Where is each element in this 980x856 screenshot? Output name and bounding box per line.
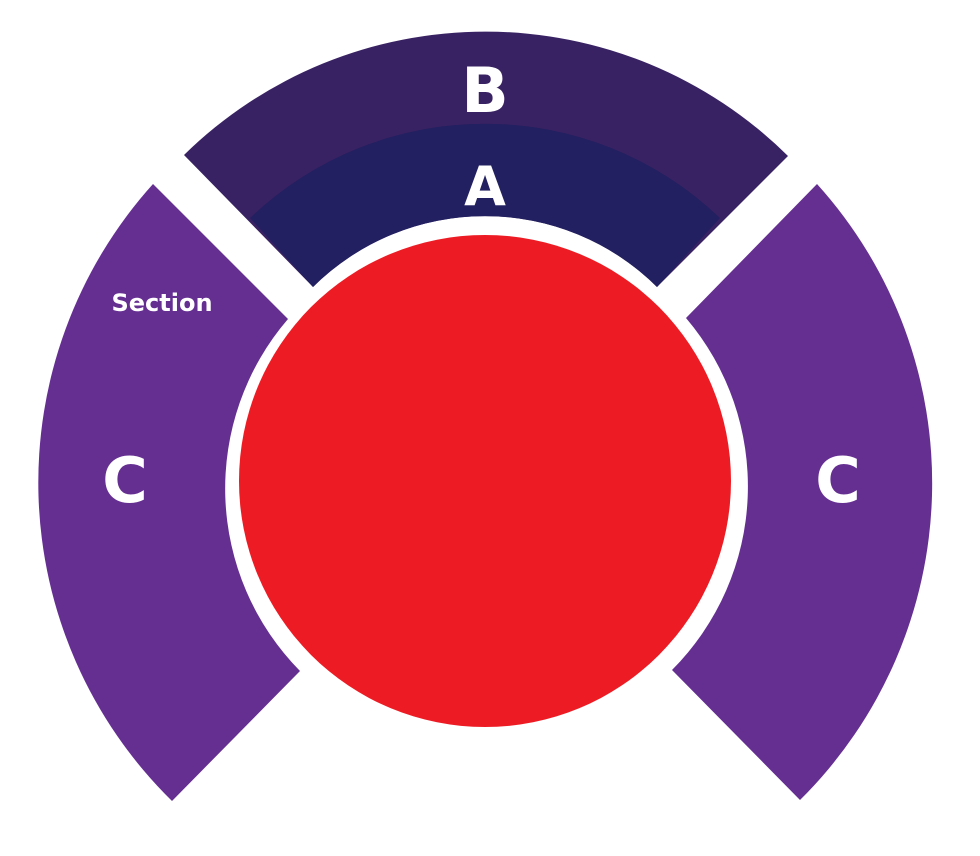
section-c-left-label: C [102,444,148,517]
section-a-band[interactable] [250,123,720,287]
section-c-left-band[interactable] [38,184,301,801]
section-a-label: A [464,155,506,218]
center-circle[interactable] [239,235,731,727]
section-b-label: B [461,54,508,127]
section-c-right-label: C [815,444,861,517]
section-c-right-band[interactable] [672,184,933,800]
section-caption: Section [111,289,212,317]
